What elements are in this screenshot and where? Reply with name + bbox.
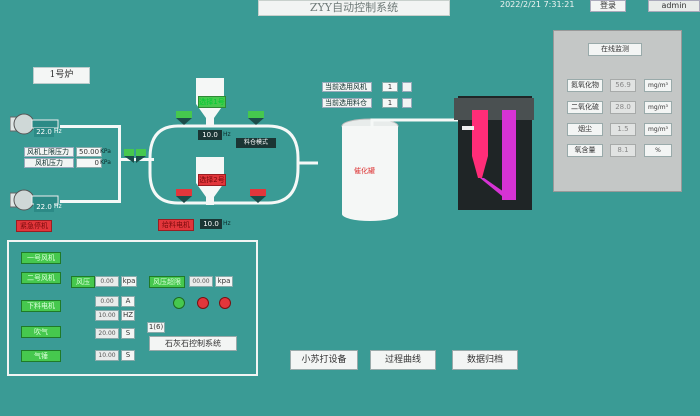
pipe-branches — [148, 124, 318, 205]
pipe-to-boiler — [370, 118, 460, 128]
outlet-pressure-unit: KPa — [100, 148, 111, 155]
limestone-system-button[interactable]: 石灰石控制系统 — [149, 336, 237, 351]
motor-frequency-unit: Hz — [223, 220, 231, 227]
valve-upper-left-icon[interactable] — [176, 110, 192, 129]
air-pressure-label: 风机压力 — [24, 158, 74, 168]
air-pressure-value: 0 — [76, 158, 102, 168]
blow-button[interactable]: 吹气 — [21, 326, 61, 338]
user-admin[interactable]: admin — [648, 0, 700, 12]
fan-1-button[interactable]: 一号风机 — [21, 252, 61, 264]
process-curve-button[interactable]: 过程曲线 — [370, 350, 436, 370]
valve-lower-right-icon[interactable] — [250, 188, 266, 207]
valve-lower-left-icon[interactable] — [176, 188, 192, 207]
reactor-label: 催化罐 — [354, 167, 375, 175]
data-archive-button[interactable]: 数据归档 — [452, 350, 518, 370]
monitor-value: 28.0 — [610, 101, 636, 114]
monitor-label: 氧含量 — [567, 144, 603, 157]
furnace-label: 1号炉 — [33, 67, 90, 84]
bin-select-icon[interactable] — [402, 98, 412, 108]
blower-2-unit: Hz — [54, 203, 62, 210]
monitor-unit: mg/m³ — [644, 79, 672, 92]
pipe — [60, 125, 120, 128]
current-bin-value[interactable]: 1 — [382, 98, 398, 108]
bin-mode-button[interactable]: 料仓模式 — [236, 138, 276, 148]
interval-value[interactable]: 1(6) — [147, 322, 165, 333]
monitor-label: 氮氧化物 — [567, 79, 603, 92]
status-red-indicator — [219, 297, 231, 309]
pipe — [60, 200, 120, 203]
login-button[interactable]: 登录 — [590, 0, 626, 12]
monitor-unit: % — [644, 144, 672, 157]
blower-1[interactable] — [9, 112, 60, 137]
datetime: 2022/2/21 7:31:21 — [500, 0, 575, 9]
blow-unit: S — [121, 328, 135, 339]
frequency-unit: HZ — [121, 310, 135, 321]
blower-2-value: 22.0 — [34, 203, 54, 212]
pressure-limit-unit: kpa — [215, 276, 233, 287]
gas-unit: S — [121, 350, 135, 361]
valve-center-icon[interactable] — [124, 148, 146, 163]
status-green-indicator — [173, 297, 185, 309]
fan-select-icon[interactable] — [402, 82, 412, 92]
page-title: ZYY自动控制系统 — [258, 0, 450, 16]
monitor-unit: mg/m³ — [644, 123, 672, 136]
monitor-value: 56.9 — [610, 79, 636, 92]
monitor-label: 二氧化硫 — [567, 101, 603, 114]
pressure-unit: kpa — [121, 276, 137, 287]
outlet-pressure-value[interactable]: 50.00 — [76, 147, 102, 157]
feed-motor-button[interactable]: 下料电机 — [21, 300, 61, 312]
control-panel: 一号风机 二号风机 下料电机 吹气 气锤 风压 0.00 kpa 风压超限 00… — [7, 240, 258, 376]
pressure-limit-value[interactable]: 00.00 — [189, 276, 213, 287]
gas-hammer-button[interactable]: 气锤 — [21, 350, 61, 362]
fan-2-button[interactable]: 二号风机 — [21, 272, 61, 284]
hopper-2-cone — [196, 183, 226, 211]
current-fan-value[interactable]: 1 — [382, 82, 398, 92]
monitor-value: 1.5 — [610, 123, 636, 136]
current-fan-label: 当前选用风机 — [322, 82, 372, 92]
monitor-value: 8.1 — [610, 144, 636, 157]
hopper-1-cone — [196, 104, 226, 132]
online-monitor-panel: 在线监测 氮氧化物 56.9 mg/m³ 二氧化硫 28.0 mg/m³ 烟尘 … — [553, 30, 682, 192]
feed-frequency-unit: Hz — [223, 131, 231, 138]
valve-upper-right-icon[interactable] — [248, 110, 264, 129]
motor-frequency-value: 10.0 — [200, 219, 222, 229]
feeder-1-button[interactable]: 选择1号 — [198, 96, 226, 108]
frequency-value[interactable]: 10.00 — [95, 310, 119, 321]
boiler-icon — [454, 96, 534, 210]
soda-equipment-button[interactable]: 小苏打设备 — [290, 350, 358, 370]
air-pressure-unit: KPa — [100, 159, 111, 166]
pressure-label: 风压 — [71, 276, 95, 288]
emergency-stop-button[interactable]: 紧急停机 — [16, 220, 52, 232]
outlet-pressure-label: 风机上限压力 — [24, 147, 74, 157]
pressure-limit-label: 风压超限 — [149, 276, 185, 288]
blow-value[interactable]: 20.00 — [95, 328, 119, 339]
online-monitor-title: 在线监测 — [588, 43, 642, 56]
pipe — [118, 125, 121, 203]
blower-1-icon — [9, 113, 59, 135]
current-bin-label: 当前选用料仓 — [322, 98, 372, 108]
monitor-label: 烟尘 — [567, 123, 603, 136]
feeder-motor-button[interactable]: 给料电机 — [158, 219, 194, 231]
status-red-indicator — [197, 297, 209, 309]
blower-1-unit: Hz — [54, 128, 62, 135]
reactor-tank-icon — [341, 118, 399, 221]
current-value: 0.00 — [95, 296, 119, 307]
current-unit: A — [121, 296, 135, 307]
feeder-2-button[interactable]: 选择2号 — [198, 174, 226, 186]
feed-frequency-value: 10.0 — [198, 130, 222, 140]
monitor-unit: mg/m³ — [644, 101, 672, 114]
gas-value[interactable]: 10.00 — [95, 350, 119, 361]
pressure-value: 0.00 — [95, 276, 119, 287]
blower-1-value: 22.0 — [34, 128, 54, 137]
